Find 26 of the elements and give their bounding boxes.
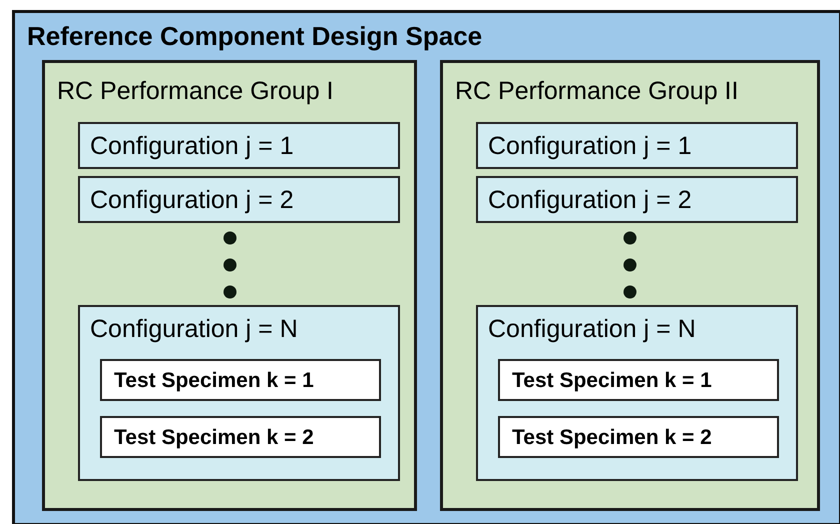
- configuration-label: Configuration j = 2: [90, 186, 294, 215]
- configuration-label: Configuration j = 1: [90, 132, 294, 161]
- configuration-label: Configuration j = 1: [488, 132, 692, 161]
- group-title: RC Performance Group I: [57, 77, 334, 106]
- configuration-box: [78, 305, 400, 481]
- test-specimen-box: [498, 359, 779, 401]
- panel-title: Reference Component Design Space: [27, 21, 482, 52]
- test-specimen-box: [498, 416, 779, 458]
- configuration-box: [78, 176, 400, 223]
- specimen-label: Test Specimen k = 2: [512, 426, 712, 450]
- configuration-label: Configuration j = 2: [488, 186, 692, 215]
- group-title: RC Performance Group II: [455, 77, 738, 106]
- specimen-label: Test Specimen k = 1: [114, 369, 314, 393]
- test-specimen-box: [100, 416, 381, 458]
- configuration-box: [476, 176, 798, 223]
- configuration-box: [476, 305, 798, 481]
- configuration-label: Configuration j = N: [488, 315, 696, 344]
- test-specimen-box: [100, 359, 381, 401]
- specimen-label: Test Specimen k = 2: [114, 426, 314, 450]
- configuration-label: Configuration j = N: [90, 315, 298, 344]
- configuration-box: [78, 122, 400, 169]
- specimen-label: Test Specimen k = 1: [512, 369, 712, 393]
- group-panel: [42, 60, 417, 511]
- group-panel: [440, 60, 820, 511]
- design-space-panel: [12, 10, 840, 524]
- configuration-box: [476, 122, 798, 169]
